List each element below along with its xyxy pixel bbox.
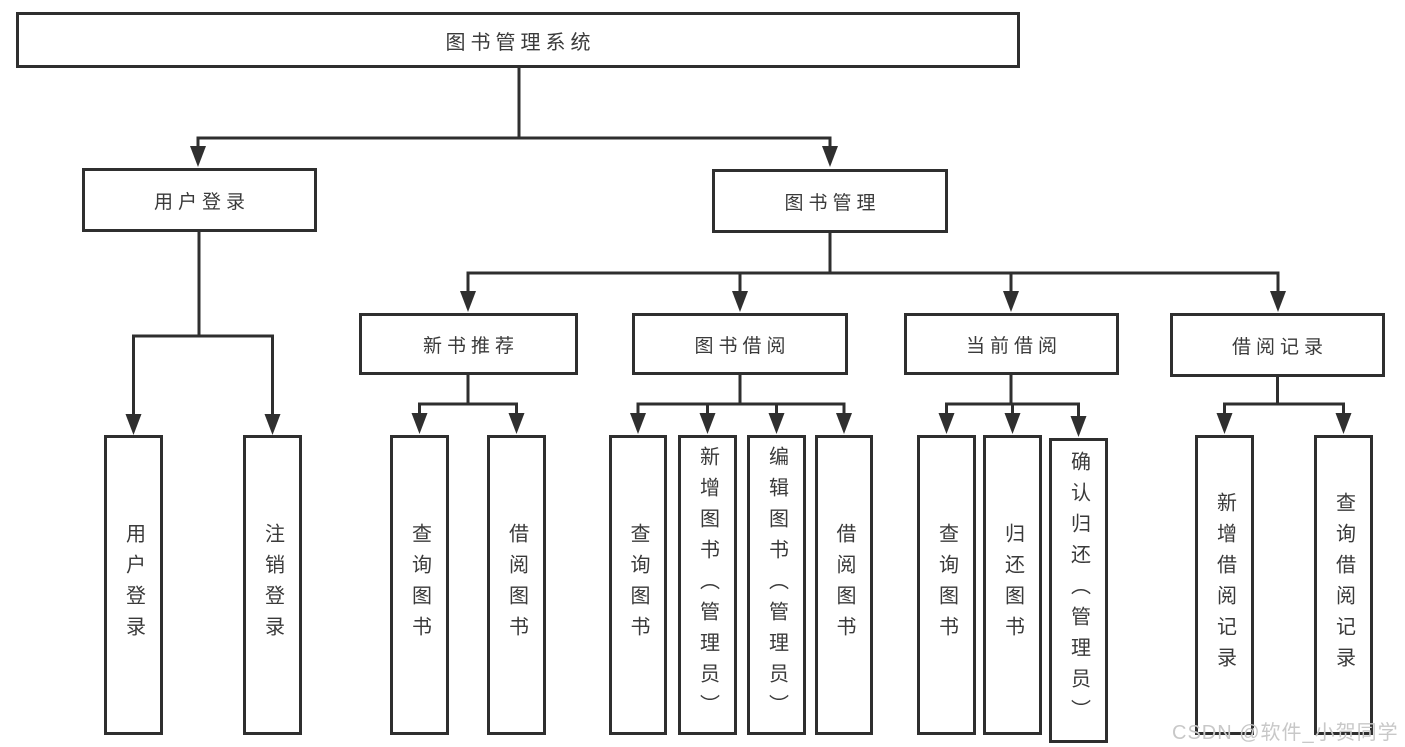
node-label: 图书管理系统	[445, 31, 596, 54]
node-book-borrow: 图书借阅	[632, 313, 848, 375]
leaf-edit-book-admin: 编辑图书（管理员）	[747, 435, 806, 735]
leaf-query-books-borrow: 查询图书	[609, 435, 667, 735]
leaf-add-book-admin: 新增图书（管理员）	[678, 435, 737, 735]
leaf-add-borrow-record: 新增借阅记录	[1195, 435, 1254, 735]
node-book-management: 图书管理	[712, 169, 948, 233]
leaf-label: 新增图书（管理员）	[696, 445, 719, 725]
leaf-label: 用户登录	[122, 523, 145, 647]
leaf-borrow-books: 借阅图书	[815, 435, 873, 735]
leaf-borrow-books-recommend: 借阅图书	[487, 435, 546, 735]
node-current-borrow: 当前借阅	[904, 313, 1119, 375]
node-label: 用户登录	[153, 191, 250, 213]
node-label: 借阅记录	[1231, 336, 1328, 358]
leaf-label: 查询图书	[408, 523, 431, 647]
leaf-confirm-return-admin: 确认归还（管理员）	[1049, 438, 1108, 743]
leaf-user-login: 用户登录	[104, 435, 163, 735]
leaf-label: 编辑图书（管理员）	[765, 445, 788, 725]
leaf-label: 借阅图书	[505, 523, 528, 647]
node-new-book-recommend: 新书推荐	[359, 313, 578, 375]
leaf-label: 借阅图书	[833, 523, 855, 647]
node-root-system: 图书管理系统	[16, 12, 1020, 68]
leaf-return-book: 归还图书	[983, 435, 1042, 735]
leaf-label: 归还图书	[1001, 523, 1024, 647]
arrowhead-group	[125, 146, 1352, 437]
node-label: 新书推荐	[422, 335, 519, 357]
csdn-watermark: CSDN @软件_小贺同学	[1172, 722, 1399, 744]
leaf-logout: 注销登录	[243, 435, 302, 735]
node-label: 图书管理	[784, 192, 881, 214]
node-label: 图书借阅	[694, 335, 791, 357]
leaf-label: 查询借阅记录	[1332, 492, 1355, 678]
node-user-login: 用户登录	[82, 168, 317, 232]
leaf-label: 查询图书	[935, 523, 958, 647]
leaf-label: 查询图书	[627, 523, 649, 647]
leaf-label: 新增借阅记录	[1213, 492, 1236, 678]
leaf-query-books-current: 查询图书	[917, 435, 976, 735]
leaf-label: 确认归还（管理员）	[1067, 451, 1090, 730]
leaf-query-books-recommend: 查询图书	[390, 435, 449, 735]
leaf-query-borrow-record: 查询借阅记录	[1314, 435, 1373, 735]
node-label: 当前借阅	[965, 335, 1062, 357]
leaf-label: 注销登录	[261, 523, 284, 647]
node-borrow-records: 借阅记录	[1170, 313, 1385, 377]
